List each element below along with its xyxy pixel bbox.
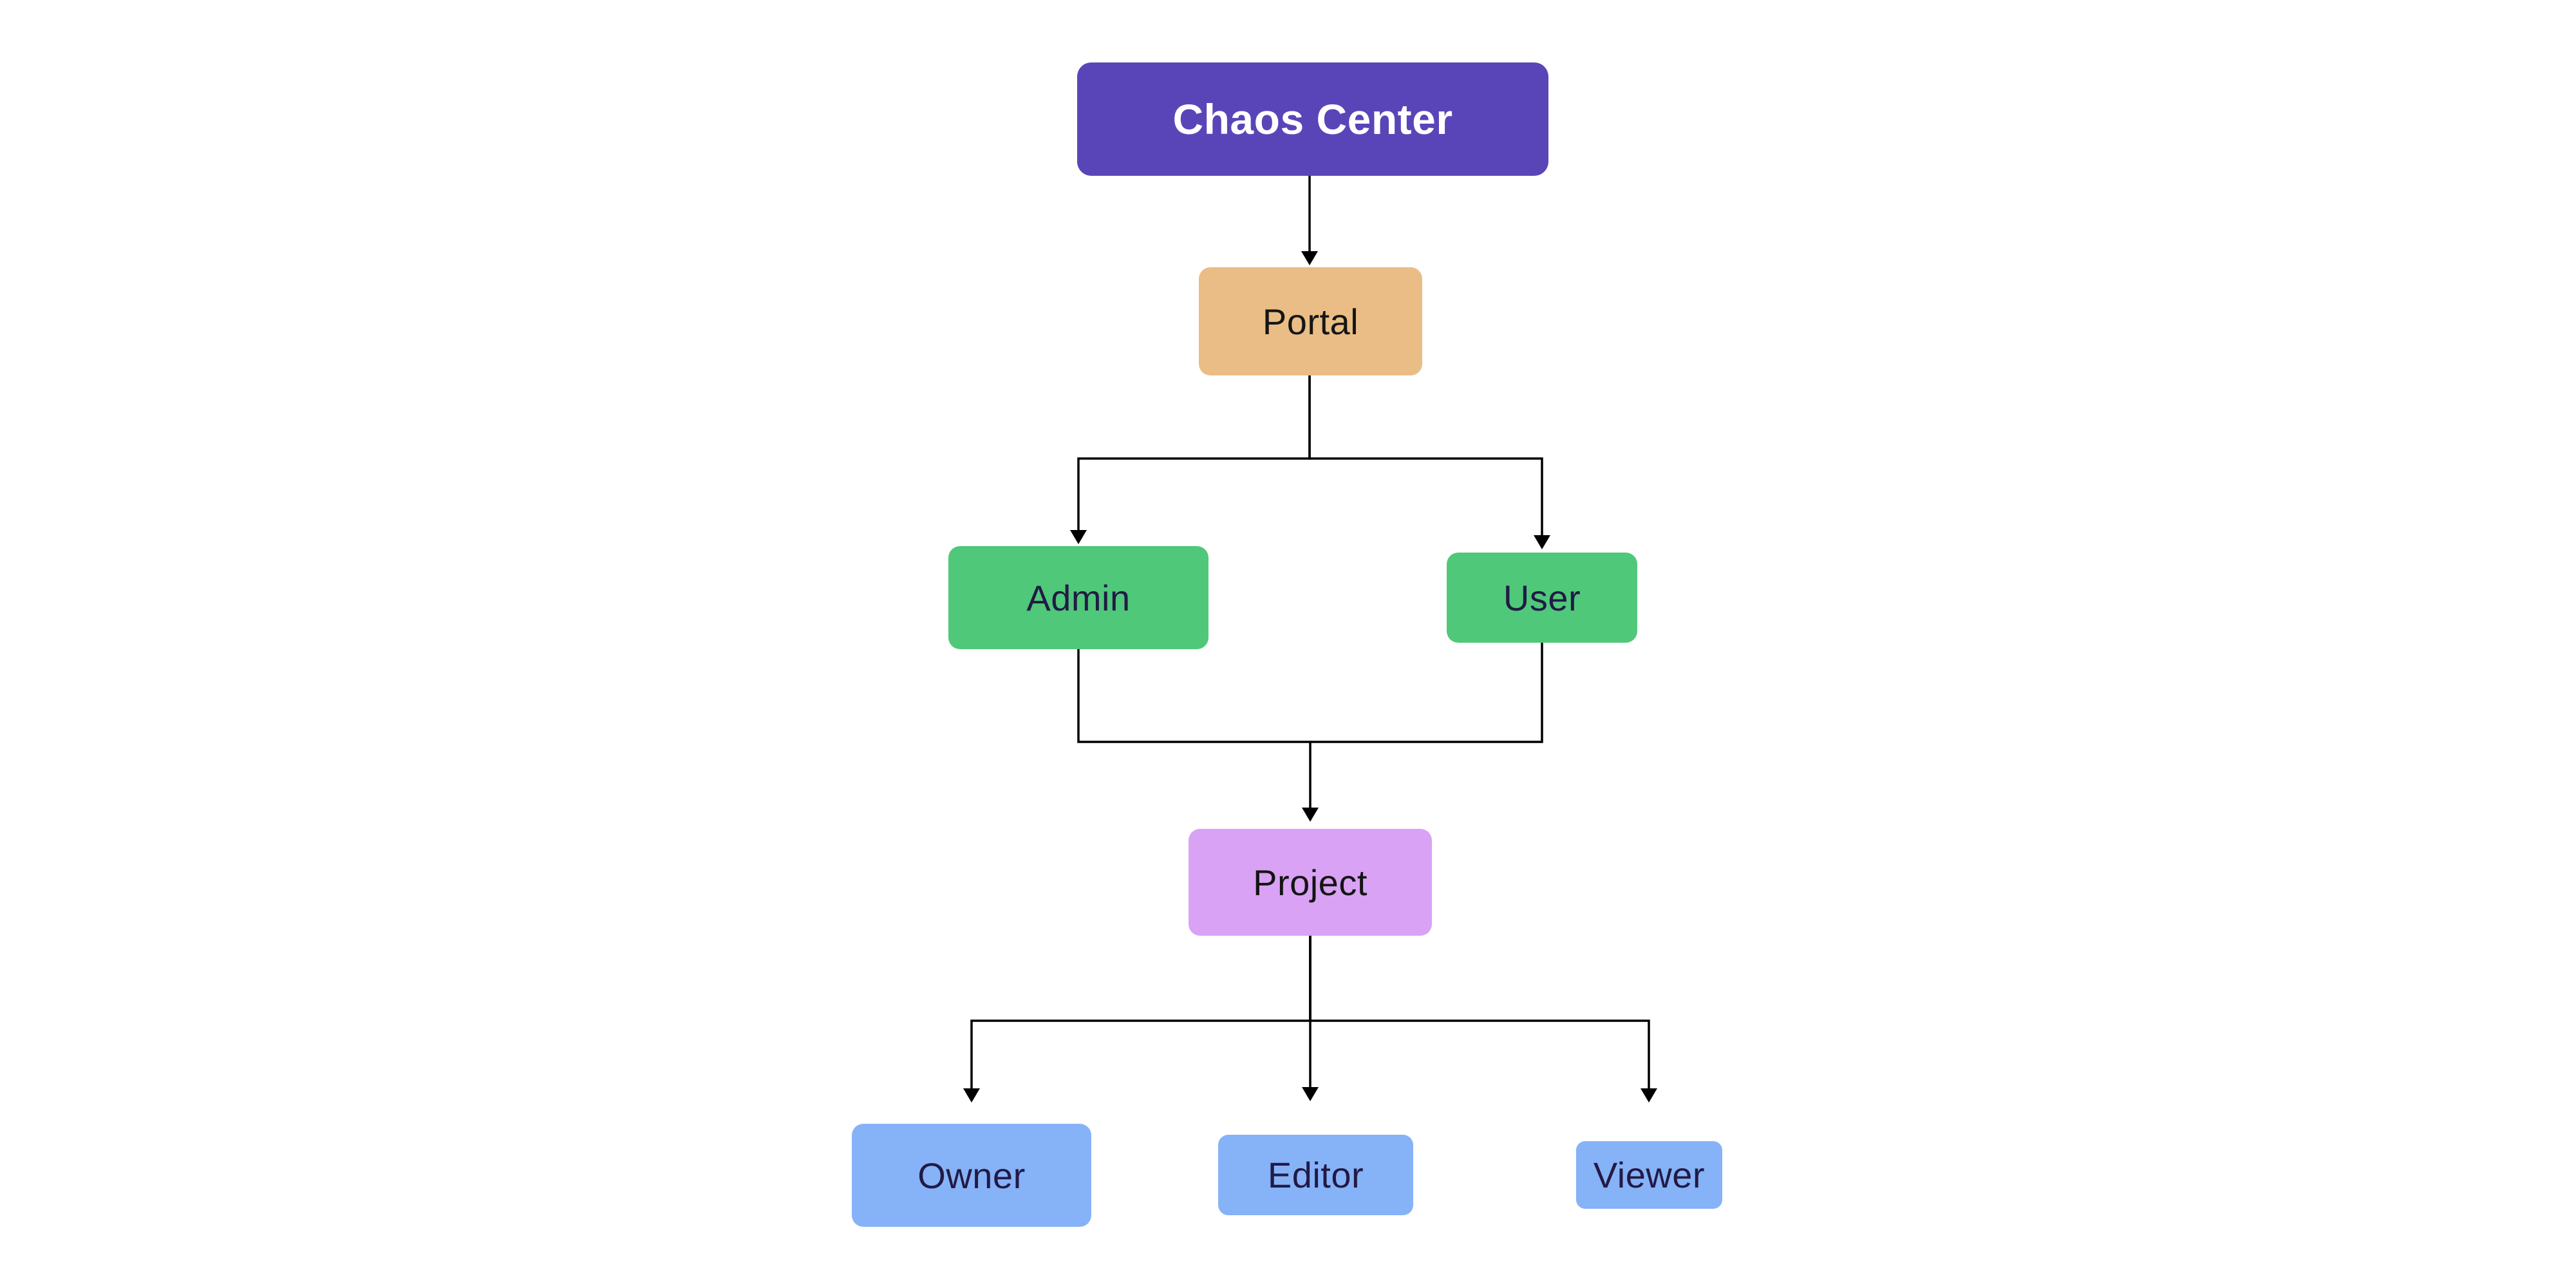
node-owner-label: Owner [917,1155,1026,1196]
arrowhead-down-icon [1302,808,1319,822]
node-portal: Portal [1199,267,1422,375]
arrowhead-down-icon [1070,530,1087,544]
edge-admin-project [1077,649,1312,809]
edge-portal-admin [1077,375,1311,531]
arrowhead-down-icon [1302,1087,1319,1101]
arrowhead-down-icon [1534,535,1550,549]
node-editor: Editor [1218,1135,1413,1215]
edge-project-viewer [1309,936,1650,1090]
node-owner: Owner [852,1124,1091,1227]
arrowhead-down-icon [963,1088,980,1103]
node-viewer: Viewer [1576,1141,1722,1209]
node-editor-label: Editor [1267,1155,1364,1195]
node-project: Project [1189,829,1432,936]
node-admin-label: Admin [1026,577,1131,618]
arrowhead-down-icon [1301,251,1318,265]
node-chaos-center: Chaos Center [1077,62,1548,176]
node-portal-label: Portal [1262,301,1359,342]
node-user-label: User [1503,577,1581,618]
edge-user-project [1310,643,1543,743]
edge-project-owner [970,936,1312,1090]
node-viewer-label: Viewer [1593,1155,1706,1195]
node-admin: Admin [948,546,1208,649]
node-user: User [1447,553,1637,643]
node-project-label: Project [1253,862,1368,903]
edge-portal-user [1308,375,1543,536]
arrowhead-down-icon [1641,1088,1657,1103]
node-chaos-center-label: Chaos Center [1172,95,1453,143]
